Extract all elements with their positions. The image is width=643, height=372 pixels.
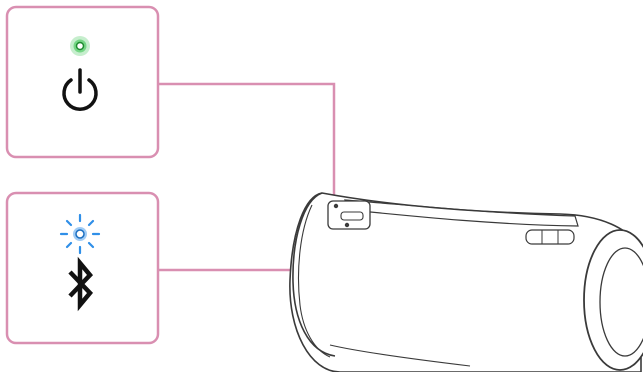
power-connector-line <box>158 82 336 206</box>
power-callout-frame <box>5 5 160 159</box>
speaker-right-ring-inner <box>599 247 643 357</box>
power-indicator-led <box>70 36 90 56</box>
speaker-control-panel <box>327 200 371 230</box>
power-callout <box>5 5 160 159</box>
power-icon <box>62 68 98 111</box>
speaker-power-led <box>333 203 339 209</box>
speaker-top-panel <box>343 199 579 227</box>
speaker-side-buttons <box>525 229 575 245</box>
bluetooth-indicator-led <box>59 213 101 255</box>
bluetooth-icon <box>68 256 94 312</box>
speaker-illustration <box>289 192 643 372</box>
speaker-bluetooth-led <box>344 222 350 228</box>
bluetooth-callout <box>5 191 160 345</box>
speaker-left-cap <box>292 192 336 357</box>
